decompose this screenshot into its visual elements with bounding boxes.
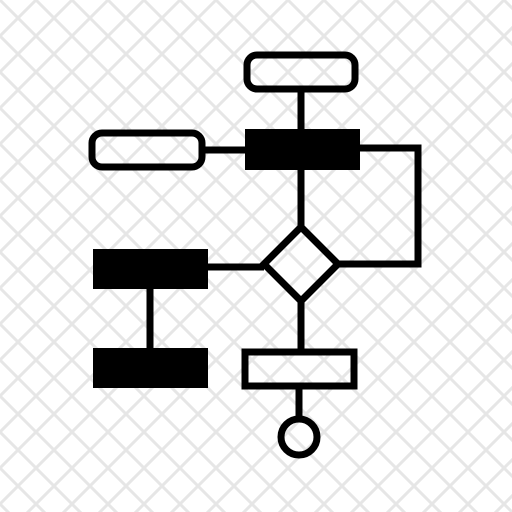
connector-lines xyxy=(146,89,422,419)
terminator-left-shape xyxy=(88,129,206,171)
process-filled-top-shape xyxy=(245,129,360,170)
process-filled-bottom-shape xyxy=(93,348,208,388)
process-outline-shape xyxy=(241,348,358,390)
decision-diamond-shape xyxy=(259,222,343,306)
end-circle-shape xyxy=(277,415,321,459)
process-filled-left-shape xyxy=(93,249,208,289)
terminator-top-shape xyxy=(243,51,359,93)
